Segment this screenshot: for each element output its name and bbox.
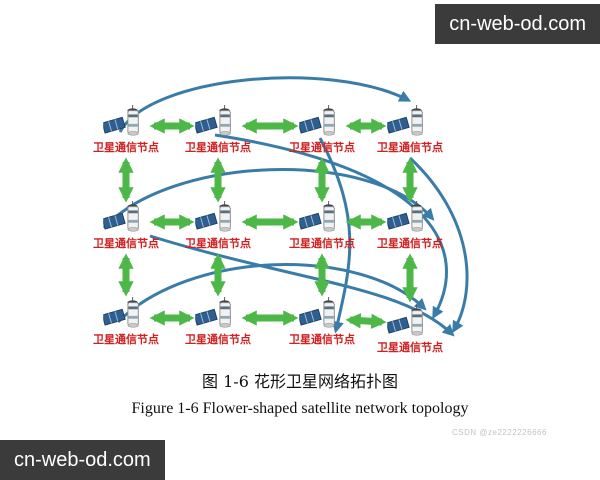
adjacent-links [118, 118, 418, 330]
satellite-icon [274, 200, 370, 236]
node-label: 卫星通信节点 [185, 141, 251, 154]
watermark-top-right: cn-web-od.com [435, 4, 600, 44]
node-label: 卫星通信节点 [289, 237, 355, 250]
satellite-icon [362, 200, 458, 236]
satellite-icon [78, 104, 174, 140]
satellite-node: 卫星通信节点 [78, 104, 174, 154]
node-label: 卫星通信节点 [93, 141, 159, 154]
node-label: 卫星通信节点 [185, 333, 251, 346]
satellite-node: 卫星通信节点 [362, 200, 458, 250]
node-label: 卫星通信节点 [289, 141, 355, 154]
satellite-node: 卫星通信节点 [170, 200, 266, 250]
node-label: 卫星通信节点 [93, 333, 159, 346]
node-label: 卫星通信节点 [377, 141, 443, 154]
satellite-node: 卫星通信节点 [274, 296, 370, 346]
node-label: 卫星通信节点 [377, 341, 443, 354]
satellite-node: 卫星通信节点 [274, 104, 370, 154]
satellite-icon [78, 200, 174, 236]
satellite-icon [170, 104, 266, 140]
watermark-bottom-left: cn-web-od.com [0, 440, 165, 480]
satellite-icon [362, 104, 458, 140]
caption-chinese: 图 1-6 花形卫星网络拓扑图 [202, 372, 398, 391]
satellite-icon [274, 104, 370, 140]
satellite-node: 卫星通信节点 [274, 200, 370, 250]
satellite-icon [78, 296, 174, 332]
satellite-icon [274, 296, 370, 332]
node-label: 卫星通信节点 [93, 237, 159, 250]
caption-english: Figure 1-6 Flower-shaped satellite netwo… [131, 400, 469, 417]
satellite-node: 卫星通信节点 [362, 304, 458, 354]
satellite-node: 卫星通信节点 [170, 296, 266, 346]
arc-links [102, 76, 469, 337]
satellite-icon [170, 200, 266, 236]
satellite-node: 卫星通信节点 [362, 104, 458, 154]
node-label: 卫星通信节点 [289, 333, 355, 346]
satellite-icon [170, 296, 266, 332]
node-label: 卫星通信节点 [377, 237, 443, 250]
satellite-node: 卫星通信节点 [170, 104, 266, 154]
satellite-node: 卫星通信节点 [78, 296, 174, 346]
credit-watermark: CSDN @ze2222226666 [452, 428, 547, 437]
satellite-node: 卫星通信节点 [78, 200, 174, 250]
satellite-icon [362, 304, 458, 340]
node-label: 卫星通信节点 [185, 237, 251, 250]
